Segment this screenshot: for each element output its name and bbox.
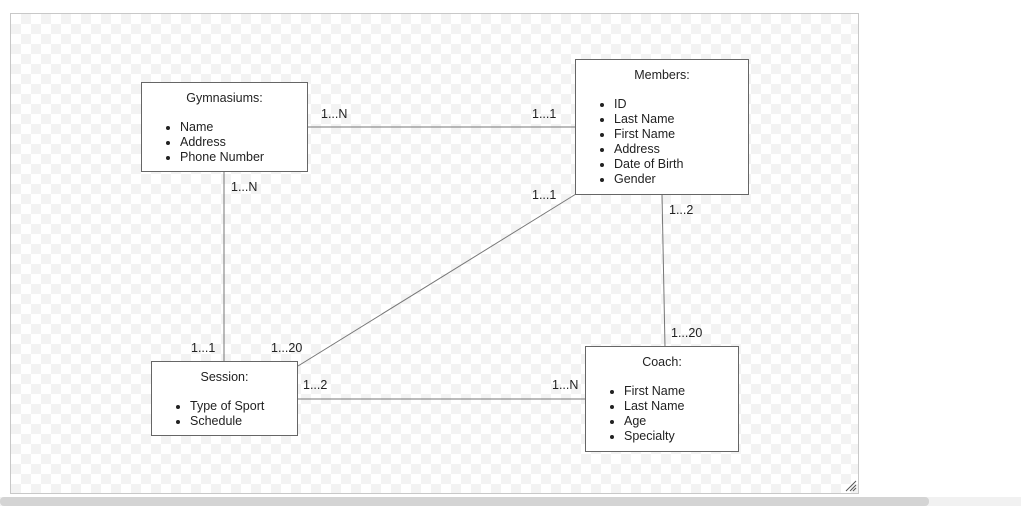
horizontal-scrollbar-thumb[interactable]: [0, 497, 929, 506]
attribute-list: ID Last Name First Name Address Date of …: [576, 97, 748, 187]
diagram-canvas[interactable]: Gymnasiums: Name Address Phone Number Me…: [10, 13, 859, 494]
attribute-item: Date of Birth: [614, 157, 748, 172]
attribute-item: Specialty: [624, 429, 738, 444]
attribute-item: Schedule: [190, 414, 297, 429]
entity-gymnasiums[interactable]: Gymnasiums: Name Address Phone Number: [141, 82, 308, 172]
resize-handle-icon[interactable]: [845, 480, 857, 492]
edge-members-coach[interactable]: [661, 193, 666, 348]
attribute-item: Address: [614, 142, 748, 157]
entity-title: Gymnasiums:: [186, 91, 263, 105]
cardinality-gym-session-gym: 1...N: [231, 180, 258, 194]
cardinality-gym-members-members: 1...1: [532, 107, 557, 121]
cardinality-members-coach-coach: 1...20: [671, 326, 703, 340]
cardinality-session-coach-coach: 1...N: [552, 378, 579, 392]
relationship-lines: [223, 126, 666, 400]
attribute-item: Type of Sport: [190, 399, 297, 414]
attribute-item: Name: [180, 120, 307, 135]
attribute-item: Age: [624, 414, 738, 429]
attribute-item: Address: [180, 135, 307, 150]
attribute-item: Gender: [614, 172, 748, 187]
attribute-list: Type of Sport Schedule: [152, 399, 297, 429]
attribute-item: Last Name: [614, 112, 748, 127]
cardinality-members-session-members: 1...1: [532, 188, 557, 202]
entity-members[interactable]: Members: ID Last Name First Name Address…: [575, 59, 749, 195]
cardinality-members-coach-members: 1...2: [669, 203, 694, 217]
attribute-item: First Name: [614, 127, 748, 142]
cardinality-gym-session-session: 1...1: [191, 341, 216, 355]
attribute-item: Last Name: [624, 399, 738, 414]
entity-title: Session:: [200, 370, 249, 384]
cardinality-session-coach-session: 1...2: [303, 378, 328, 392]
cardinality-members-session-session: 1...20: [271, 341, 303, 355]
entity-session[interactable]: Session: Type of Sport Schedule: [151, 361, 298, 436]
attribute-item: Phone Number: [180, 150, 307, 165]
attribute-list: Name Address Phone Number: [142, 120, 307, 165]
attribute-item: First Name: [624, 384, 738, 399]
entity-coach[interactable]: Coach: First Name Last Name Age Specialt…: [585, 346, 739, 452]
entity-title: Coach:: [642, 355, 682, 369]
attribute-item: ID: [614, 97, 748, 112]
cardinality-gym-members-gym: 1...N: [321, 107, 348, 121]
edge-members-session[interactable]: [297, 193, 577, 367]
attribute-list: First Name Last Name Age Specialty: [586, 384, 738, 444]
entity-title: Members:: [634, 68, 690, 82]
